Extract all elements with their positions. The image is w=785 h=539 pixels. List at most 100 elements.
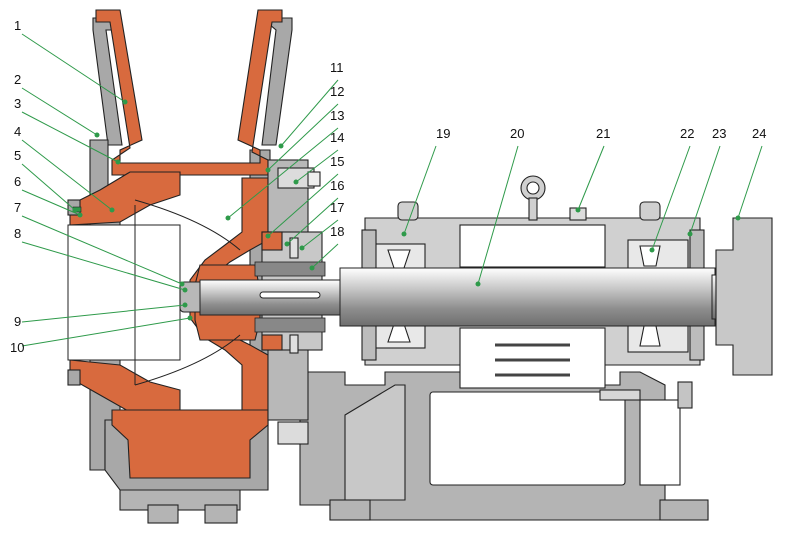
impeller-vane-line-2 [134,334,241,386]
callout-label-15: 15 [330,154,344,169]
leader-line-23 [689,145,721,235]
lifting-eye-stem [528,197,538,221]
leader-dot-21 [575,207,581,213]
gland-stud-bottom [277,421,309,445]
callout-label-9: 9 [14,314,21,329]
suction-inlet [67,199,241,386]
leader-dot-8 [182,287,188,293]
packing-top [254,261,326,277]
leader-line-24 [737,145,763,219]
base-frame [119,371,709,524]
callout-label-11: 11 [330,60,344,75]
callout-label-18: 18 [330,224,344,239]
leader-dot-14 [293,179,299,185]
callout-label-12: 12 [330,84,344,99]
housing-window-bottom [459,327,606,389]
housing-window [459,224,606,268]
leader-line-1 [21,33,126,103]
leader-line-9 [21,304,186,323]
callout-label-7: 7 [14,200,21,215]
callout-label-17: 17 [330,200,344,215]
leader-line-3 [21,111,119,163]
leader-dot-19 [401,231,407,237]
leader-line-10 [21,317,191,347]
callout-label-5: 5 [14,148,21,163]
callout-label-10: 10 [10,340,24,355]
leader-dot-23 [687,231,693,237]
callout-label-22: 22 [680,126,694,141]
suction-flange-bottom [67,369,81,386]
leader-line-22 [651,145,691,251]
leader-dot-15 [265,233,271,239]
callout-label-4: 4 [14,124,21,139]
leader-dot-2 [94,132,100,138]
spring-coil [495,343,570,377]
leader-line-16 [286,197,339,245]
callout-label-14: 14 [330,130,344,145]
leader-dot-4 [109,207,115,213]
bearing-outboard-roller-bottom [639,325,661,347]
shaft-main [339,267,716,327]
pedestal-rib [344,384,406,501]
adjust-bolt-head [677,381,693,409]
leader-dot-24 [735,215,741,221]
callout-label-24: 24 [752,126,766,141]
leader-line-11 [280,79,339,147]
coupling-half [715,217,773,376]
callout-label-16: 16 [330,178,344,193]
leader-dot-10 [187,315,193,321]
suction-liner-upper [69,171,181,226]
callout-label-2: 2 [14,72,21,87]
callout-label-23: 23 [712,126,726,141]
leader-dot-18 [309,265,315,271]
callout-label-8: 8 [14,226,21,241]
leader-line-19 [403,145,437,235]
callout-label-13: 13 [330,108,344,123]
leader-dot-12 [265,167,271,173]
volute-liner-upper [95,9,283,176]
leader-line-17 [301,219,339,249]
suction-bore [67,224,181,361]
adjust-bolt [599,389,641,401]
suction-liner-lower [69,359,181,413]
callout-label-20: 20 [510,126,524,141]
callout-label-3: 3 [14,96,21,111]
callout-leaders [21,33,763,347]
callout-label-6: 6 [14,174,21,189]
grease-fitting-bottom [289,334,299,354]
discharge-flange-right [260,17,293,146]
shaft-sleeve-keyway [259,291,321,299]
leader-dot-6 [77,212,83,218]
callout-label-21: 21 [596,126,610,141]
leader-dot-1 [122,99,128,105]
pedestal-window-right [639,399,681,486]
leader-dot-9 [182,302,188,308]
housing-top-lug-left [397,201,419,221]
leader-line-2 [21,87,98,136]
leader-dot-11 [278,143,284,149]
leader-line-8 [21,241,186,291]
casing-foot-pad-right [204,504,238,524]
packing-bottom [254,317,326,333]
leader-dot-13 [225,215,231,221]
coupling [715,217,773,376]
casing-foot-pad-left [147,504,179,524]
leader-dot-5 [72,207,78,213]
leader-line-20 [477,145,519,285]
leader-line-13 [227,127,339,219]
leader-dot-16 [284,241,290,247]
leader-line-14 [295,149,339,183]
lantern-ring-top [261,231,283,251]
callout-label-1: 1 [14,18,21,33]
leader-line-18 [311,243,339,269]
impeller-vane-line [134,199,241,251]
housing-top-lug-right [639,201,661,221]
leader-line-4 [21,139,113,211]
callout-label-19: 19 [436,126,450,141]
gland-stud-top-nut [307,171,321,187]
leader-line-6 [21,189,81,216]
leader-dot-22 [649,247,655,253]
leader-line-7 [21,215,183,285]
